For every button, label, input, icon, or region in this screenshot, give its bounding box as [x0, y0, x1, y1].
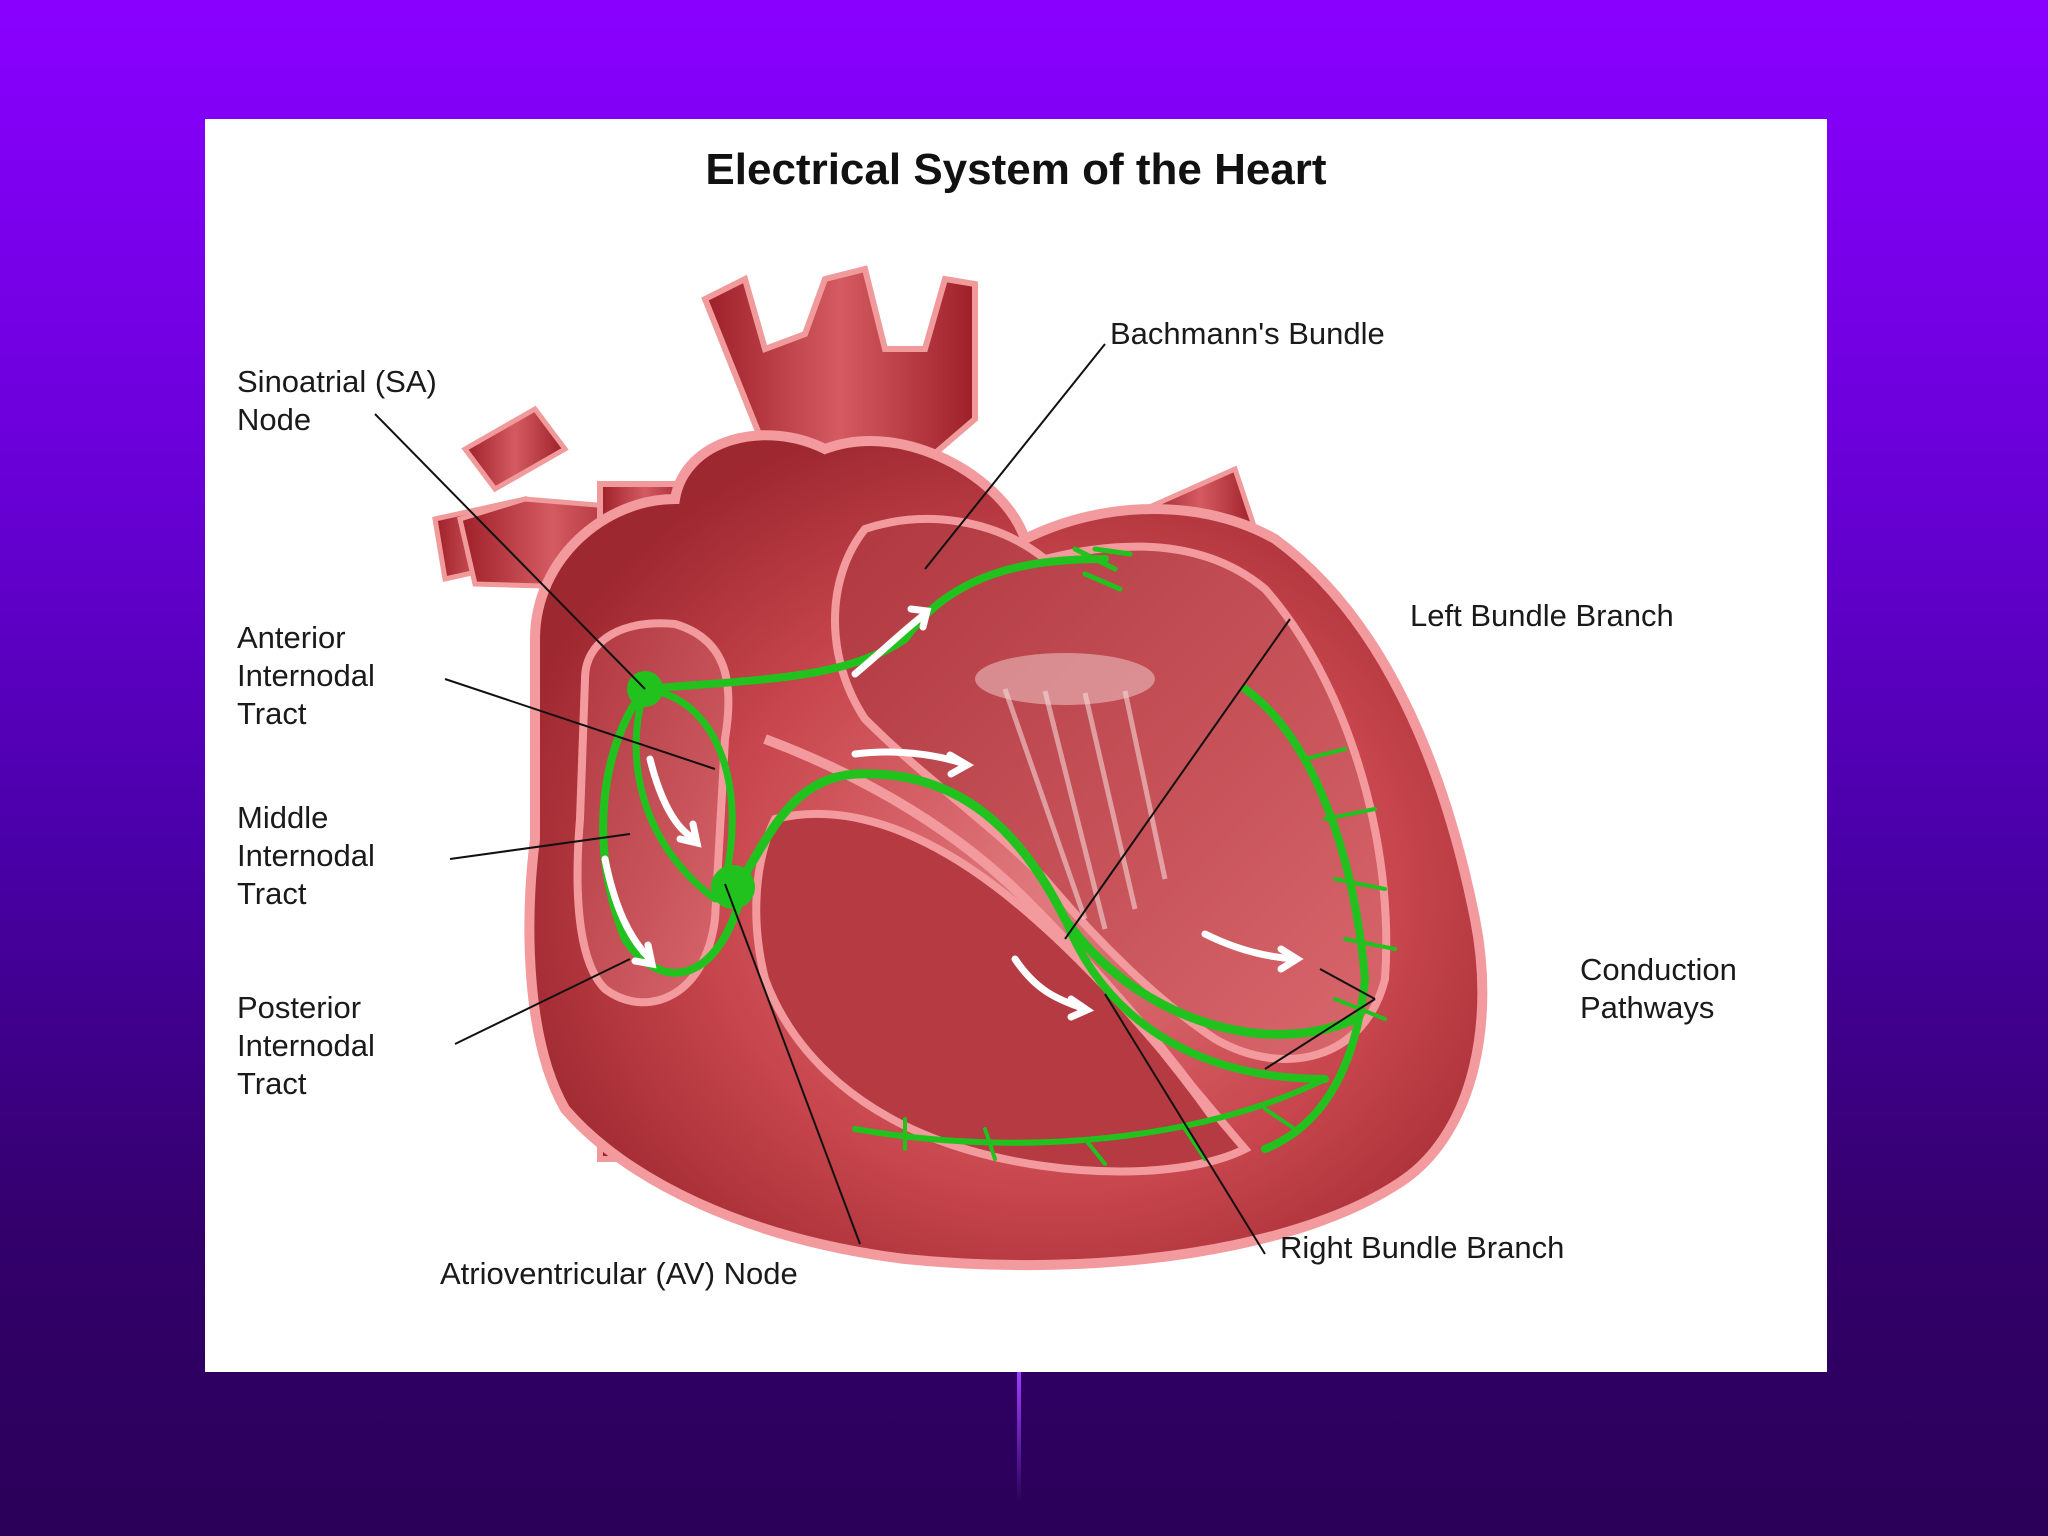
label-bachmanns-bundle: Bachmann's Bundle: [1110, 316, 1385, 351]
label-middle-internodal-tract: Middle Internodal Tract: [237, 800, 375, 911]
flow-arrows: [601, 605, 1304, 1021]
label-conduction-pathways: Conduction Pathways: [1580, 952, 1737, 1025]
label-posterior-internodal-tract: Posterior Internodal Tract: [237, 990, 375, 1101]
label-right-bundle-branch: Right Bundle Branch: [1280, 1230, 1565, 1265]
slide-divider-line: [1017, 1372, 1021, 1502]
heart-muscle: [524, 430, 1488, 1271]
label-sa-node: Sinoatrial (SA) Node: [237, 364, 437, 437]
leader-lines: [374, 343, 1376, 1255]
conduction-system: [599, 546, 1397, 1166]
label-av-node: Atrioventricular (AV) Node: [440, 1256, 798, 1291]
label-anterior-internodal-tract: Anterior Internodal Tract: [237, 620, 375, 731]
figure-title: Electrical System of the Heart: [705, 145, 1327, 194]
label-left-bundle-branch: Left Bundle Branch: [1410, 598, 1674, 633]
heart-diagram: [374, 265, 1488, 1271]
figure-panel: Electrical System of the Heart: [205, 119, 1827, 1372]
